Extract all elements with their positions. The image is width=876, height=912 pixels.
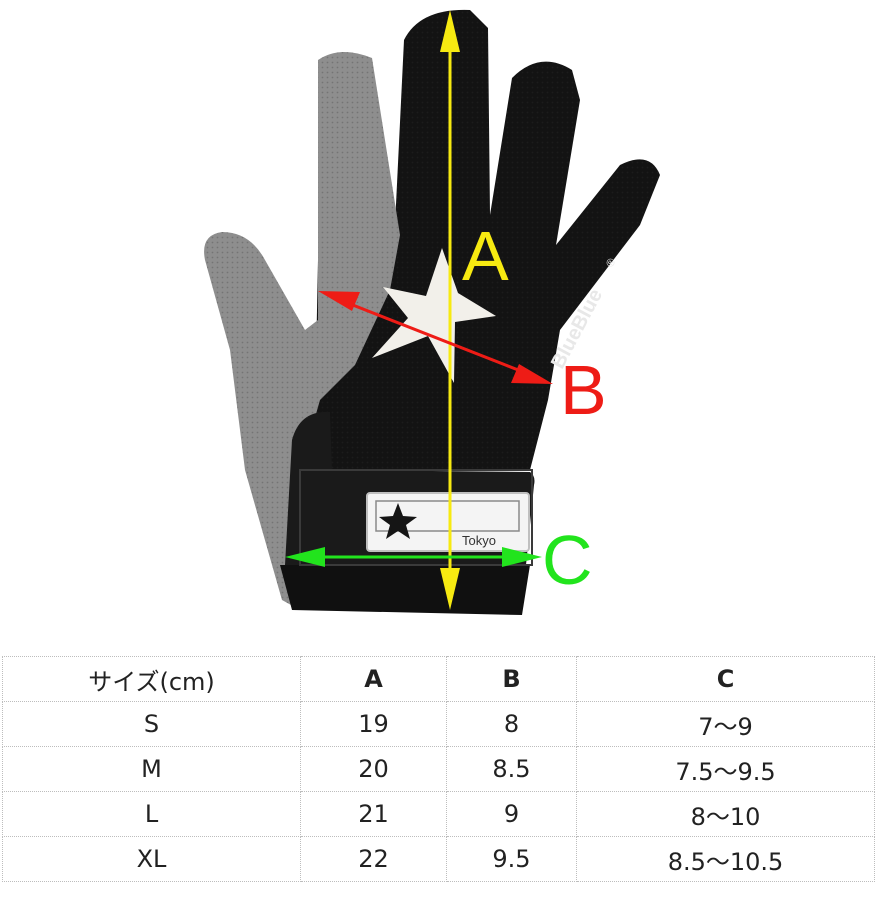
table-row: S 19 8 7～9 <box>2 701 875 747</box>
measurement-a-arrow <box>440 10 460 610</box>
tag-text: Tokyo <box>462 533 496 548</box>
a-cell: 22 <box>300 836 447 882</box>
glove: Tokyo BlueBlue ® <box>204 9 660 615</box>
b-cell: 8 <box>446 701 577 747</box>
wrist-cuff <box>280 565 530 615</box>
size-cell: S <box>2 701 301 747</box>
table-header-row: サイズ(cm) A B C <box>2 656 875 702</box>
size-cell: XL <box>2 836 301 882</box>
c-cell: 8.5～10.5 <box>576 836 875 882</box>
a-cell: 20 <box>300 746 447 792</box>
size-cell: M <box>2 746 301 792</box>
size-chart-table: サイズ(cm) A B C S 19 8 7～9 M 20 8.5 7.5～9.… <box>2 656 875 882</box>
table-row: L 21 9 8～10 <box>2 791 875 837</box>
star-emblem <box>372 248 496 383</box>
label-c: C <box>542 521 593 599</box>
header-a: A <box>300 656 447 702</box>
c-cell: 8～10 <box>576 791 875 837</box>
c-cell: 7.5～9.5 <box>576 746 875 792</box>
table-row: XL 22 9.5 8.5～10.5 <box>2 836 875 882</box>
tag-star-icon <box>379 503 417 539</box>
a-cell: 19 <box>300 701 447 747</box>
b-cell: 8.5 <box>446 746 577 792</box>
table-row: M 20 8.5 7.5～9.5 <box>2 746 875 792</box>
header-b: B <box>446 656 577 702</box>
glove-measurement-diagram: Tokyo BlueBlue ® A B C <box>204 9 660 615</box>
measurement-b-arrow <box>318 291 553 384</box>
b-cell: 9 <box>446 791 577 837</box>
a-cell: 21 <box>300 791 447 837</box>
size-cell: L <box>2 791 301 837</box>
strap-tag: Tokyo <box>366 492 530 552</box>
c-cell: 7～9 <box>576 701 875 747</box>
label-a: A <box>462 217 509 295</box>
label-b: B <box>560 351 607 429</box>
header-c: C <box>576 656 875 702</box>
header-size-cm: サイズ(cm) <box>2 656 301 702</box>
b-cell: 9.5 <box>446 836 577 882</box>
measurement-c-arrow <box>285 547 542 567</box>
